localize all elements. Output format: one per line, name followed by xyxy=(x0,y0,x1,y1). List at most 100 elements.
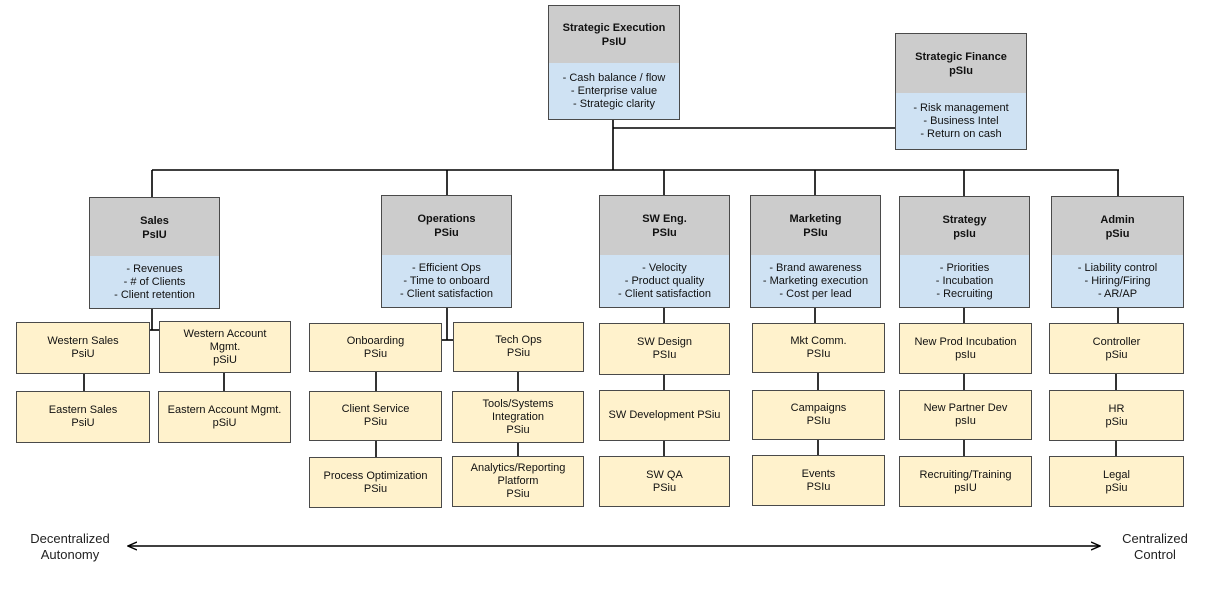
unit-tech-ops: Tech Ops PSiu xyxy=(453,322,584,372)
unit-code: pSiu xyxy=(1105,415,1128,428)
metric-item: - Risk management xyxy=(913,101,1009,114)
node-title: Strategic Execution xyxy=(562,22,666,34)
metric-item: - Brand awareness xyxy=(769,261,862,274)
node-code: pSIu xyxy=(949,65,973,77)
metric-item: - Client satisfaction xyxy=(618,287,711,300)
metric-item: - Strategic clarity xyxy=(573,97,655,110)
unit-name-line2: Integration xyxy=(492,410,544,423)
metric-item: - Hiring/Firing xyxy=(1084,274,1151,287)
metric-item: - Client retention xyxy=(114,288,195,301)
metric-item: - # of Clients xyxy=(123,275,186,288)
node-title: Sales xyxy=(140,214,169,227)
node-title: SW Eng. xyxy=(642,213,687,225)
unit-name-line2: Mgmt. xyxy=(209,340,241,353)
unit-eastern-sales: Eastern Sales PsiU xyxy=(16,391,150,443)
node-code: PSIu xyxy=(652,227,677,239)
node-metrics: - Liability control - Hiring/Firing - AR… xyxy=(1052,255,1183,307)
axis-label-decentralized: Decentralized Autonomy xyxy=(18,531,122,563)
unit-name: Client Service xyxy=(341,403,410,415)
axis-label-line: Decentralized xyxy=(30,531,110,546)
unit-code: PSiu xyxy=(506,488,530,500)
department-sales: Sales PsIU - Revenues - # of Clients - C… xyxy=(89,197,220,309)
node-header: SW Eng. PSIu xyxy=(600,196,729,257)
node-strategic-finance: Strategic Finance pSIu - Risk management… xyxy=(895,33,1027,150)
unit-name: Legal xyxy=(1103,468,1130,481)
unit-hr: HR pSiu xyxy=(1049,390,1184,441)
node-header: Strategic Execution PsIU xyxy=(549,6,679,65)
unit-name: Recruiting/Training xyxy=(919,468,1012,481)
unit-code: PSIu xyxy=(806,348,831,360)
unit-code: PSiu xyxy=(363,416,388,428)
unit-code: PSIu xyxy=(652,349,677,361)
unit-onboarding: Onboarding PSiu xyxy=(309,323,442,372)
unit-code: pSiu xyxy=(1105,481,1128,494)
unit-name: Western Account xyxy=(183,327,267,340)
node-title: Admin xyxy=(1100,213,1135,226)
node-header: Operations PSiu xyxy=(382,196,511,257)
node-title: Marketing xyxy=(789,213,842,225)
unit-recruiting-training: Recruiting/Training psIU xyxy=(899,456,1032,507)
node-metrics: - Priorities - Incubation - Recruiting xyxy=(900,255,1029,307)
unit-process-optimization: Process Optimization PSiu xyxy=(309,457,442,508)
node-header: Admin pSiu xyxy=(1052,197,1183,257)
unit-campaigns: Campaigns PSIu xyxy=(752,390,885,440)
node-metrics: - Brand awareness - Marketing execution … xyxy=(751,255,880,307)
unit-code: PSiu xyxy=(506,347,531,359)
unit-name: Controller xyxy=(1092,335,1141,348)
unit-western-account-mgmt: Western Account Mgmt. pSiU xyxy=(159,321,291,373)
unit-name: Process Optimization xyxy=(323,469,428,482)
unit-controller: Controller pSiu xyxy=(1049,323,1184,374)
metric-item: - AR/AP xyxy=(1097,287,1138,300)
node-strategic-execution: Strategic Execution PsIU - Cash balance … xyxy=(548,5,680,120)
unit-name-line2: Platform xyxy=(497,475,539,487)
node-header: Marketing PSIu xyxy=(751,196,880,257)
unit-name: Eastern Sales xyxy=(48,404,118,416)
unit-name: Tools/Systems xyxy=(482,397,554,410)
node-code: psIu xyxy=(953,227,976,240)
unit-name: New Partner Dev xyxy=(923,402,1008,414)
department-operations: Operations PSiu - Efficient Ops - Time t… xyxy=(381,195,512,308)
axis-label-line: Autonomy xyxy=(40,547,100,562)
node-code: PsIU xyxy=(601,36,627,48)
unit-name: Analytics/Reporting xyxy=(470,462,566,474)
unit-new-prod-incubation: New Prod Incubation psIu xyxy=(899,323,1032,374)
node-title: Strategic Finance xyxy=(915,51,1007,63)
unit-eastern-account-mgmt: Eastern Account Mgmt. pSiU xyxy=(158,391,291,443)
metric-item: - Product quality xyxy=(624,274,705,287)
node-metrics: - Velocity - Product quality - Client sa… xyxy=(600,255,729,307)
unit-name: New Prod Incubation xyxy=(914,335,1017,348)
node-code: pSiu xyxy=(1105,227,1130,240)
metric-item: - Incubation xyxy=(935,274,994,287)
node-metrics: - Efficient Ops - Time to onboard - Clie… xyxy=(382,255,511,307)
unit-code: psIU xyxy=(954,481,977,494)
unit-name: SW Development PSiu xyxy=(608,409,721,421)
unit-new-partner-dev: New Partner Dev psIu xyxy=(899,390,1032,440)
unit-code: PSIu xyxy=(806,415,831,427)
axis-label-centralized: Centralized Control xyxy=(1108,531,1202,563)
unit-sw-development: SW Development PSiu xyxy=(599,390,730,441)
node-code: PsIU xyxy=(142,228,167,241)
unit-code: pSiu xyxy=(1105,348,1128,361)
unit-mkt-comm: Mkt Comm. PSIu xyxy=(752,323,885,373)
unit-code: pSiU xyxy=(213,353,237,366)
node-header: Strategy psIu xyxy=(900,197,1029,257)
unit-code: PSiu xyxy=(652,481,677,494)
department-sw-eng: SW Eng. PSIu - Velocity - Product qualit… xyxy=(599,195,730,308)
metric-item: - Velocity xyxy=(642,261,687,274)
node-metrics: - Risk management - Business Intel - Ret… xyxy=(896,93,1026,149)
metric-item: - Liability control xyxy=(1077,261,1158,274)
unit-code: PSiu xyxy=(363,347,388,360)
unit-client-service: Client Service PSiu xyxy=(309,391,442,441)
unit-sw-qa: SW QA PSiu xyxy=(599,456,730,507)
node-metrics: - Cash balance / flow - Enterprise value… xyxy=(549,63,679,119)
unit-name: SW QA xyxy=(646,468,683,481)
node-header: Strategic Finance pSIu xyxy=(896,34,1026,95)
unit-name: Mkt Comm. xyxy=(790,335,847,347)
metric-item: - Priorities xyxy=(939,261,990,274)
metric-item: - Cost per lead xyxy=(779,287,852,300)
metric-item: - Return on cash xyxy=(920,127,1002,140)
unit-tools-systems-integration: Tools/Systems Integration PSiu xyxy=(452,391,584,443)
node-title: Strategy xyxy=(942,213,987,226)
department-marketing: Marketing PSIu - Brand awareness - Marke… xyxy=(750,195,881,308)
